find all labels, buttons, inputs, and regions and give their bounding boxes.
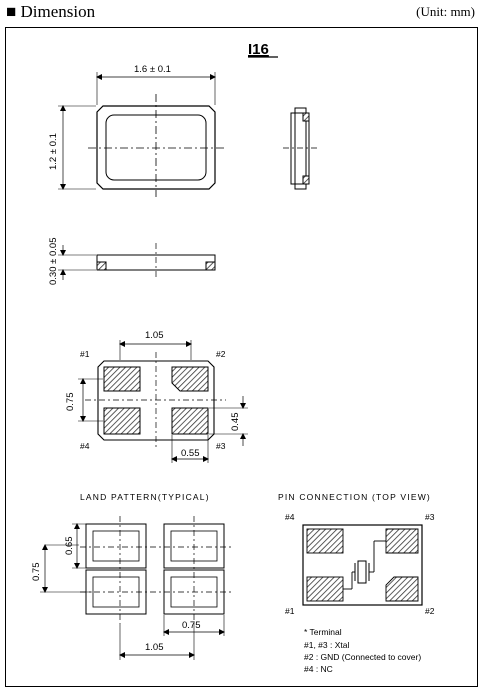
land-pattern xyxy=(40,516,232,660)
pin-conn-label-1: #1 xyxy=(285,606,295,616)
pin-connection-diagram xyxy=(302,524,423,606)
terminal-note-1: #1, #3 : Xtal xyxy=(304,640,349,650)
terminal-note-2: #2 : GND (Connected to cover) xyxy=(304,652,421,662)
drawing-frame xyxy=(5,27,478,687)
dim-pad-height: 0.45 xyxy=(230,413,241,432)
terminal-note-3: #4 : NC xyxy=(304,664,333,674)
terminal-note-title: * Terminal xyxy=(304,627,342,637)
land-pattern-title: LAND PATTERN(TYPICAL) xyxy=(80,492,210,502)
pin-connection-title: PIN CONNECTION (TOP VIEW) xyxy=(278,492,431,502)
land-dim-075-v: 0.75 xyxy=(31,563,42,582)
dim-pad-pitch-x: 1.05 xyxy=(145,330,164,341)
side-view-right xyxy=(283,107,318,190)
pin-conn-label-3: #3 xyxy=(425,512,435,522)
bottom-view xyxy=(78,340,248,463)
pin-conn-label-4: #4 xyxy=(285,512,295,522)
pin-label-2: #2 xyxy=(216,349,226,359)
dim-pad-pitch-y: 0.75 xyxy=(65,393,76,412)
land-dim-075-h: 0.75 xyxy=(182,620,201,631)
side-view-bottom xyxy=(58,243,216,280)
pin-label-3: #3 xyxy=(216,441,226,451)
dim-width-label: 1.6 ± 0.1 xyxy=(134,64,171,75)
land-dim-105: 1.05 xyxy=(145,642,164,653)
pin-label-1: #1 xyxy=(80,349,90,359)
dim-thickness-label: 0.30 ± 0.05 xyxy=(48,238,59,285)
land-dim-065: 0.65 xyxy=(64,537,75,556)
model-label: I16 xyxy=(248,41,269,58)
top-view xyxy=(58,72,225,197)
dimension-heading: ■ Dimension xyxy=(6,2,96,21)
pin-label-4: #4 xyxy=(80,441,90,451)
dim-pad-width: 0.55 xyxy=(181,448,200,459)
dim-height-label: 1.2 ± 0.1 xyxy=(48,133,59,170)
unit-label: (Unit: mm) xyxy=(416,4,475,19)
pin-conn-label-2: #2 xyxy=(425,606,435,616)
